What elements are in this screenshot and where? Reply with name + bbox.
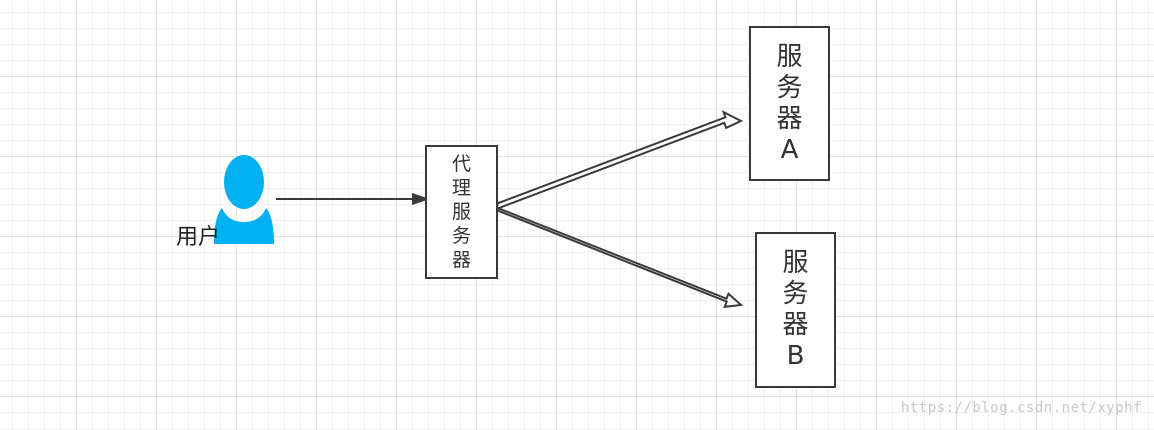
watermark: https://blog.csdn.net/xyphf	[900, 400, 1142, 416]
proxy-server-box: 代 理 服 务 器	[425, 145, 498, 279]
proxy-server-label: 代 理 服 务 器	[451, 153, 471, 271]
arrow-user-to-proxy	[276, 193, 430, 205]
arrow-proxy-to-server-a	[495, 110, 744, 211]
arrow-proxy-to-server-b	[495, 206, 744, 308]
user-label: 用户	[176, 225, 221, 250]
server-a-label: 服 务 器 A	[776, 41, 803, 165]
server-b-label: 服 务 器 B	[782, 248, 809, 371]
user-icon	[214, 155, 274, 244]
server-a-box: 服 务 器 A	[749, 26, 830, 181]
server-b-box: 服 务 器 B	[755, 232, 836, 388]
